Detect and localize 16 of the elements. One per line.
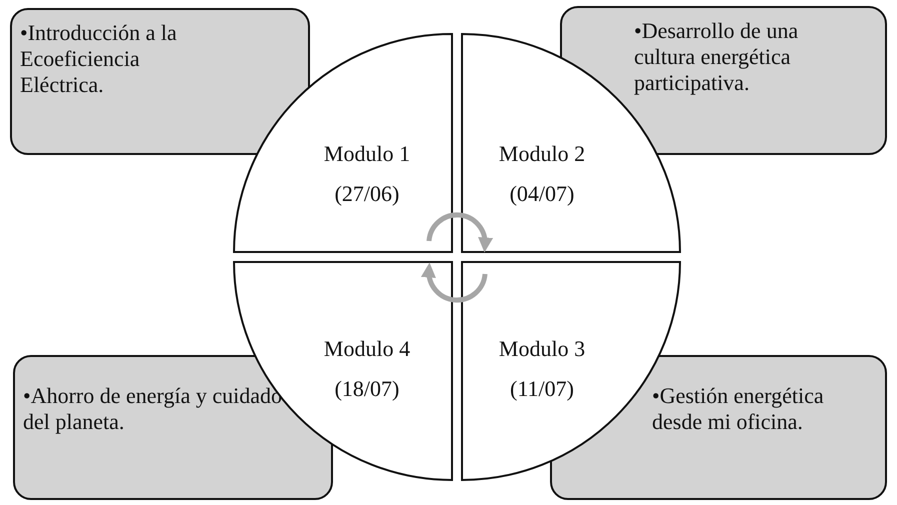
module-label: (11/07) xyxy=(509,375,575,403)
topic-text: •Ahorro de energía y cuidado del planeta. xyxy=(23,383,283,435)
topic-text: •Gestión energética desde mi oficina. xyxy=(652,383,825,435)
module-label: (04/07) xyxy=(508,180,576,208)
module-label: Modulo 2 xyxy=(498,140,586,168)
module-label: Modulo 3 xyxy=(498,335,586,363)
topic-card xyxy=(10,8,310,155)
module-label: (18/07) xyxy=(334,375,400,403)
module-label: Modulo 4 xyxy=(324,335,410,363)
topic-text: •Desarrollo de una cultura energética participativa. xyxy=(634,18,800,96)
topic-text: •Introducción a la Ecoeficiencia Eléctrica. xyxy=(20,20,178,98)
module-label: (27/06) xyxy=(334,180,400,208)
cycle-arrow xyxy=(421,262,488,303)
topic-card xyxy=(13,355,333,500)
module-label: Modulo 1 xyxy=(324,140,410,168)
cycle-arrow xyxy=(426,212,493,252)
